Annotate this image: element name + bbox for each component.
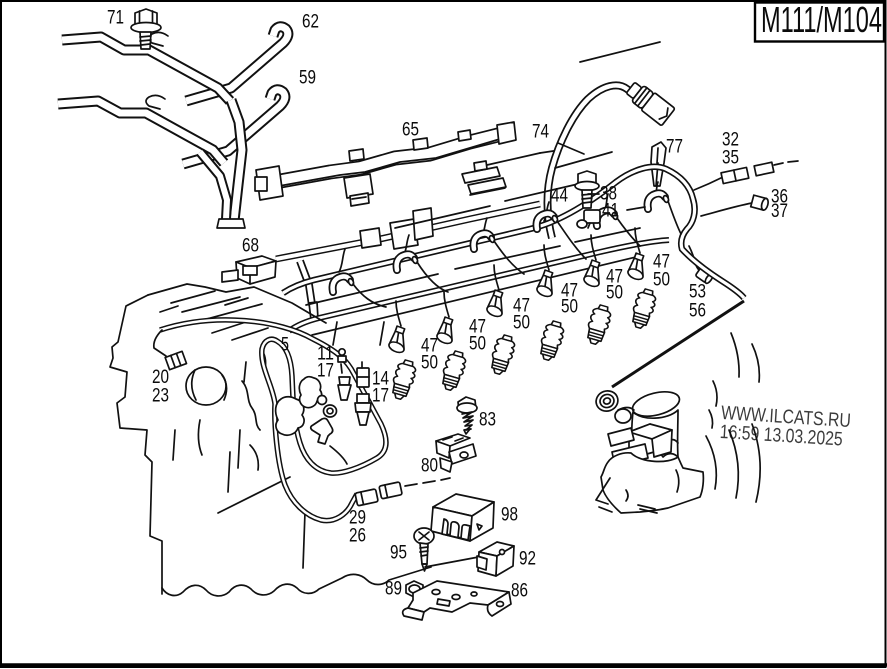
svg-text:50: 50 bbox=[421, 352, 438, 374]
svg-text:71: 71 bbox=[107, 7, 124, 29]
svg-text:5: 5 bbox=[281, 334, 289, 356]
svg-text:41: 41 bbox=[602, 200, 619, 222]
svg-text:20: 20 bbox=[152, 366, 169, 388]
svg-text:92: 92 bbox=[519, 548, 536, 570]
svg-text:89: 89 bbox=[385, 578, 402, 600]
svg-text:95: 95 bbox=[390, 542, 407, 564]
svg-text:35: 35 bbox=[722, 147, 739, 169]
svg-text:44: 44 bbox=[551, 185, 568, 207]
svg-text:74: 74 bbox=[532, 121, 549, 143]
svg-text:50: 50 bbox=[469, 333, 486, 355]
svg-text:47: 47 bbox=[421, 335, 438, 357]
svg-text:68: 68 bbox=[242, 235, 259, 257]
svg-text:26: 26 bbox=[349, 525, 366, 547]
svg-text:23: 23 bbox=[152, 385, 169, 407]
svg-text:50: 50 bbox=[561, 296, 578, 318]
svg-text:32: 32 bbox=[722, 129, 739, 151]
svg-text:86: 86 bbox=[511, 580, 528, 602]
svg-text:14: 14 bbox=[372, 368, 389, 390]
svg-text:29: 29 bbox=[349, 507, 366, 529]
svg-text:47: 47 bbox=[469, 316, 486, 338]
svg-text:80: 80 bbox=[421, 455, 438, 477]
svg-text:50: 50 bbox=[513, 312, 530, 334]
svg-text:50: 50 bbox=[653, 269, 670, 291]
svg-text:47: 47 bbox=[606, 266, 623, 288]
svg-text:36: 36 bbox=[771, 186, 788, 208]
svg-text:59: 59 bbox=[299, 67, 316, 89]
svg-text:47: 47 bbox=[653, 251, 670, 273]
svg-text:56: 56 bbox=[689, 300, 706, 322]
svg-text:17: 17 bbox=[317, 360, 334, 382]
svg-text:62: 62 bbox=[302, 11, 319, 33]
svg-text:M111/M104: M111/M104 bbox=[761, 0, 882, 40]
svg-text:77: 77 bbox=[666, 136, 683, 158]
svg-text:98: 98 bbox=[501, 504, 518, 526]
svg-text:47: 47 bbox=[561, 280, 578, 302]
svg-text:83: 83 bbox=[479, 409, 496, 431]
svg-text:11: 11 bbox=[317, 343, 334, 365]
svg-text:65: 65 bbox=[402, 119, 419, 141]
svg-text:37: 37 bbox=[771, 200, 788, 222]
svg-text:17: 17 bbox=[372, 385, 389, 407]
svg-text:47: 47 bbox=[513, 295, 530, 317]
svg-text:38: 38 bbox=[600, 183, 617, 205]
svg-text:50: 50 bbox=[606, 282, 623, 304]
svg-text:53: 53 bbox=[689, 281, 706, 303]
